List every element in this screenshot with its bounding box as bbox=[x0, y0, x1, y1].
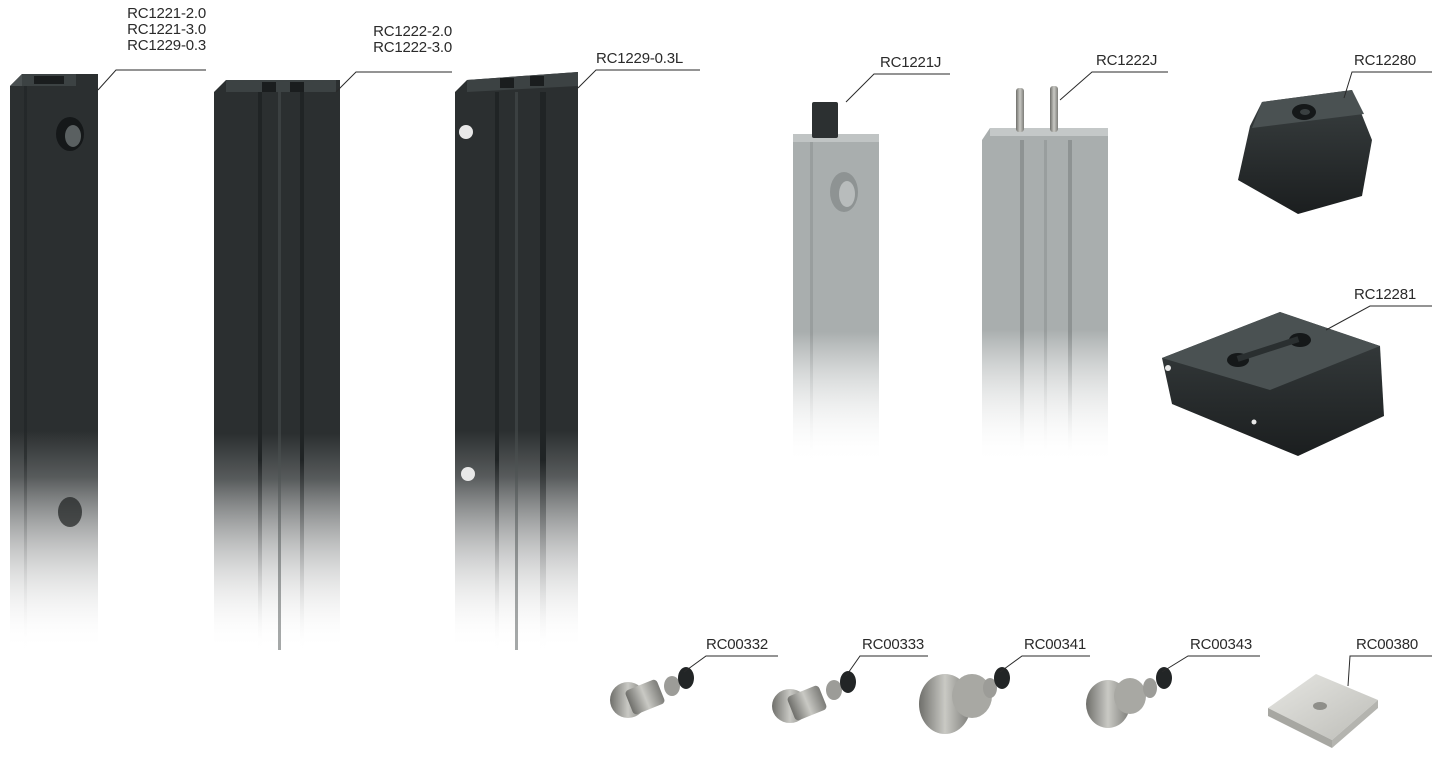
plate-rc00380 bbox=[1268, 674, 1378, 748]
label-screw-rc00332: RC00332 bbox=[706, 636, 768, 653]
joint-rc1222j bbox=[982, 86, 1108, 464]
joint-rc1221j bbox=[793, 102, 879, 464]
label-line: RC1222-3.0 bbox=[373, 39, 452, 56]
label-block-rc12280: RC12280 bbox=[1354, 52, 1416, 69]
screw-rc00343 bbox=[1086, 667, 1172, 728]
rail-rc1222 bbox=[214, 80, 340, 650]
leader-lines bbox=[97, 69, 1432, 687]
clamp-rc12281 bbox=[1162, 312, 1384, 456]
label-plate-rc00380: RC00380 bbox=[1356, 636, 1418, 653]
rail-rc1229l bbox=[455, 72, 578, 650]
label-line: RC1222-2.0 bbox=[373, 23, 452, 40]
label-rail-rc1222: RC1222-2.0 RC1222-3.0 bbox=[352, 24, 452, 56]
label-rail-rc1229l: RC1229-0.3L bbox=[596, 50, 684, 67]
screw-rc00341 bbox=[919, 667, 1010, 734]
label-joint-rc1222j: RC1222J bbox=[1096, 52, 1158, 69]
label-line: RC1221-3.0 bbox=[127, 21, 206, 38]
screw-rc00332 bbox=[610, 667, 694, 718]
label-line: RC1221-2.0 bbox=[127, 5, 206, 22]
label-rail-rc1221: RC1221-2.0 RC1221-3.0 RC1229-0.3 bbox=[112, 6, 206, 54]
rail-rc1221 bbox=[10, 74, 98, 650]
label-screw-rc00343: RC00343 bbox=[1190, 636, 1252, 653]
label-joint-rc1221j: RC1221J bbox=[880, 54, 942, 71]
label-screw-rc00333: RC00333 bbox=[862, 636, 924, 653]
screw-rc00333 bbox=[772, 671, 856, 723]
label-clamp-rc12281: RC12281 bbox=[1354, 286, 1416, 303]
label-line: RC1229-0.3 bbox=[127, 37, 206, 54]
label-screw-rc00341: RC00341 bbox=[1024, 636, 1086, 653]
block-rc12280 bbox=[1238, 90, 1372, 214]
